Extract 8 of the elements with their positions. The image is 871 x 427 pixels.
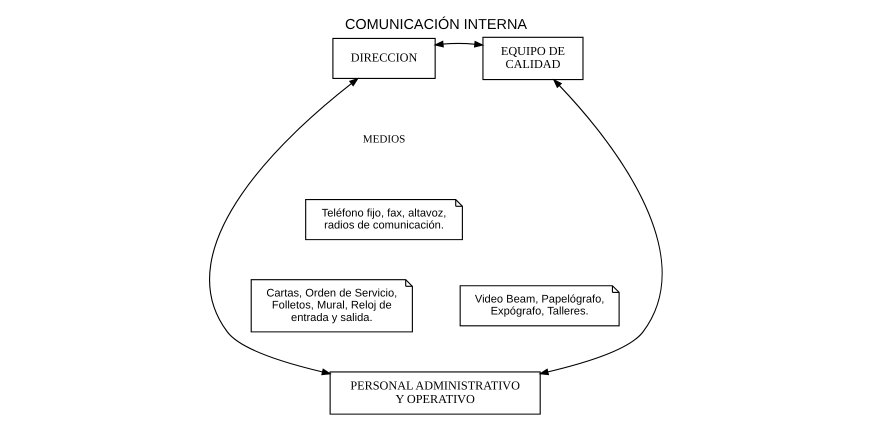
node-box: EQUIPO DE CALIDAD <box>482 36 584 80</box>
node-box: DIRECCION <box>332 38 436 80</box>
label: MEDIOS <box>362 133 405 146</box>
diagram-title: COMUNICACIÓN INTERNA <box>344 16 527 33</box>
node-box: PERSONAL ADMINISTRATIVO Y OPERATIVO <box>329 371 540 415</box>
arrow <box>433 40 484 48</box>
arrow <box>538 78 662 376</box>
arrow <box>208 78 358 376</box>
